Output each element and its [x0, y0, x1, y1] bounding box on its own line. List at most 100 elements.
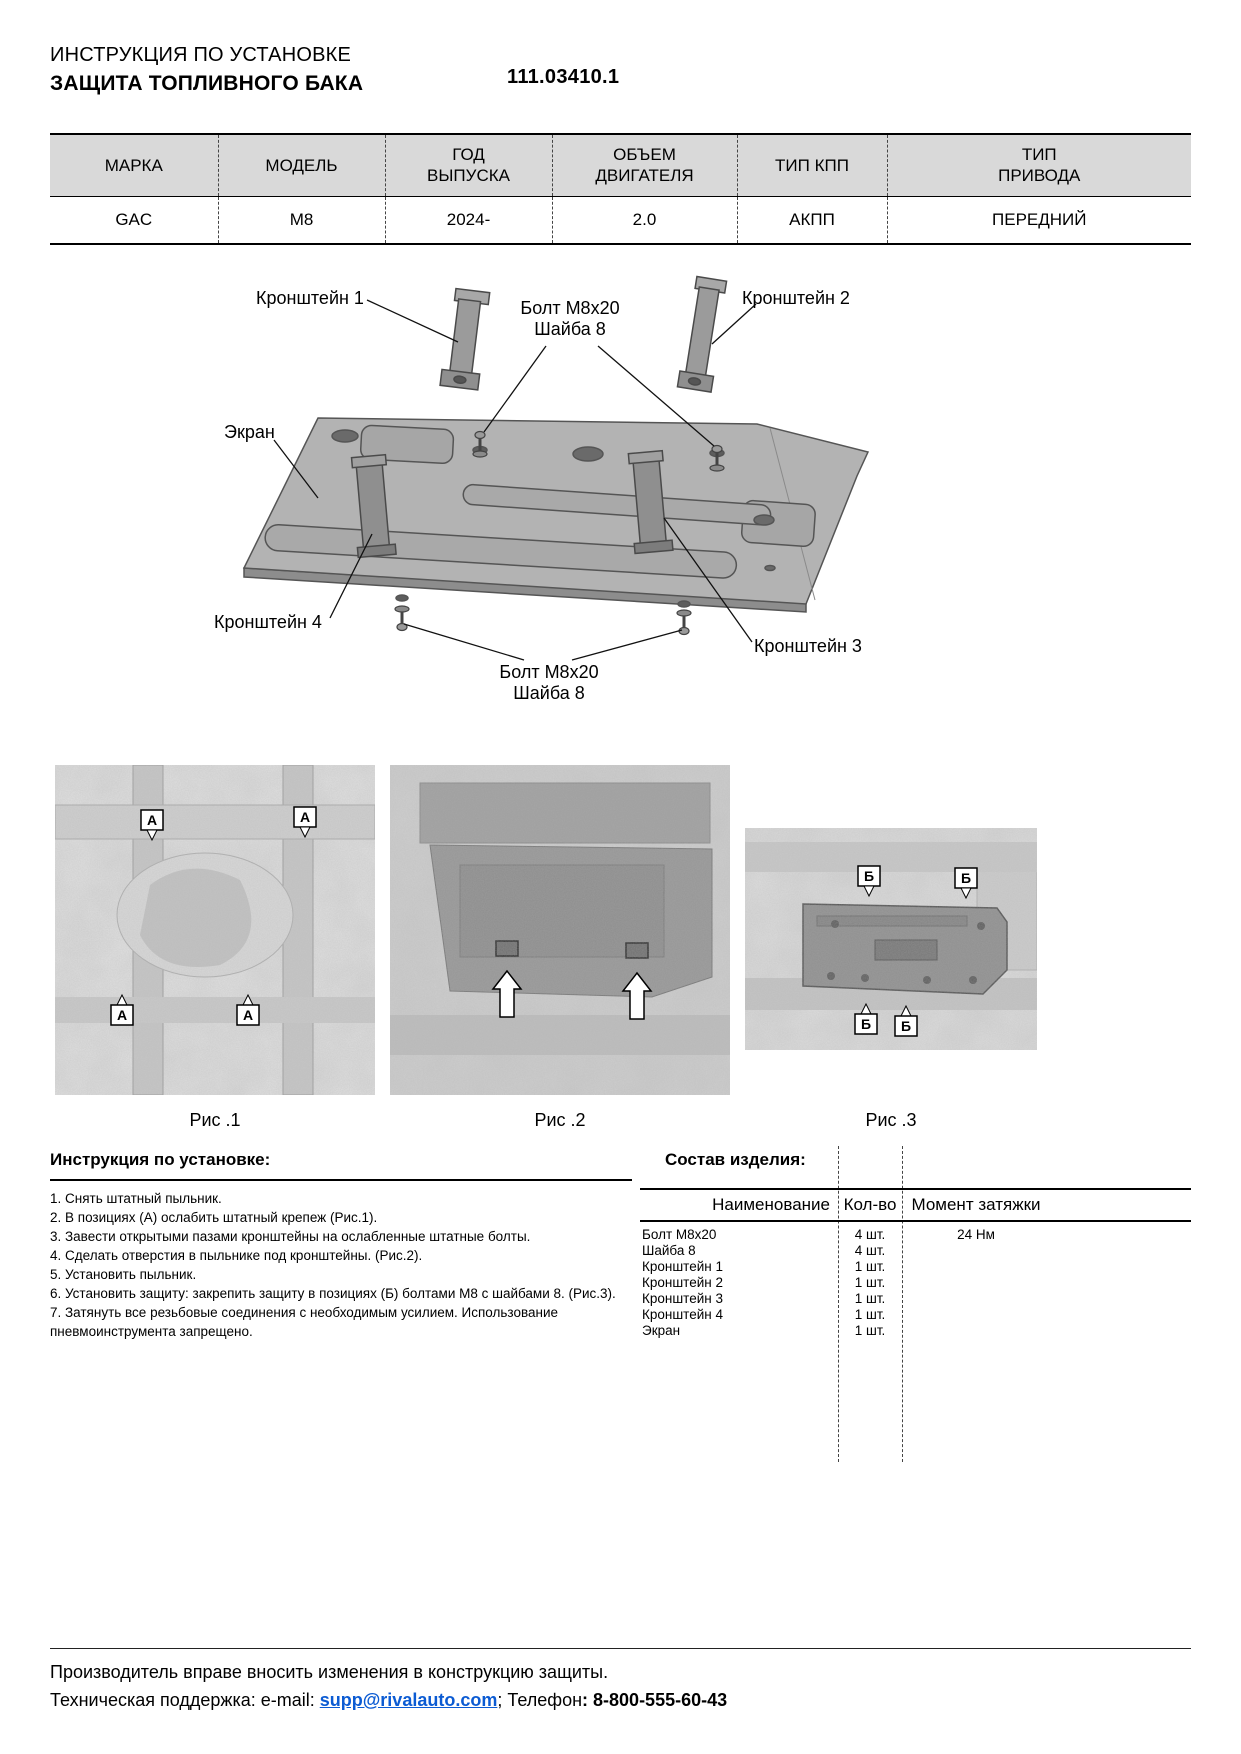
- divider: [902, 1146, 903, 1462]
- parts-header-torque: Момент затяжки: [911, 1195, 1041, 1214]
- part-name: Кронштейн 1: [642, 1259, 723, 1274]
- label-bracket4: Кронштейн 4: [214, 612, 322, 632]
- parts-row: Болт М8х20 4 шт. 24 Нм: [640, 1227, 1191, 1243]
- bracket4-shape: [350, 453, 397, 559]
- part-number: 111.03410.1: [507, 66, 620, 88]
- spec-value-gearbox: АКПП: [736, 196, 887, 244]
- figure-1-photo: А А А А: [54, 764, 376, 1096]
- marker-a-icon: А: [140, 809, 164, 842]
- parts-row: Экран 1 шт.: [640, 1323, 1191, 1339]
- spec-table: МАРКА МОДЕЛЬ ГОД ВЫПУСКА ОБЪЕМ ДВИГАТЕЛЯ…: [50, 133, 1191, 245]
- parts-row: Кронштейн 4 1 шт.: [640, 1307, 1191, 1323]
- part-qty: 1 шт.: [854, 1291, 886, 1306]
- manufacturer-note: Производитель вправе вносить изменения в…: [50, 1662, 609, 1682]
- support-separator: ; Телефон: [497, 1690, 583, 1710]
- marker-a-icon: А: [110, 993, 134, 1026]
- bracket1-shape: [439, 287, 491, 391]
- part-name: Кронштейн 2: [642, 1275, 723, 1290]
- label-bolt-top: Болт М8х20 Шайба 8: [520, 298, 620, 339]
- spec-value-engine: 2.0: [551, 196, 737, 244]
- spec-value-brand: GAC: [50, 196, 218, 244]
- marker-b-icon: Б: [854, 1002, 878, 1035]
- figure-2-image: [390, 765, 730, 1095]
- part-qty: 1 шт.: [854, 1275, 886, 1290]
- svg-text:А: А: [300, 809, 310, 825]
- spec-header-brand: МАРКА: [50, 134, 218, 197]
- figure-2-photo: [390, 765, 730, 1095]
- drill-arrow-icon: [491, 969, 523, 1018]
- part-torque: [902, 1259, 1050, 1275]
- parts-header-row: Наименование Кол-во Момент затяжки: [640, 1188, 1191, 1222]
- figure-1-caption: Рис .1: [189, 1110, 241, 1130]
- label-bracket1: Кронштейн 1: [256, 288, 364, 308]
- svg-text:А: А: [117, 1007, 127, 1023]
- part-qty: 4 шт.: [854, 1243, 886, 1258]
- screen-plate-shape: [242, 417, 870, 613]
- instruction-step: 6. Установить защиту: закрепить защиту в…: [50, 1286, 616, 1301]
- parts-header-name: Наименование: [712, 1195, 830, 1214]
- doc-subtitle: ИНСТРУКЦИЯ ПО УСТАНОВКЕ: [50, 44, 352, 66]
- svg-text:А: А: [243, 1007, 253, 1023]
- figure-2-caption: Рис .2: [534, 1110, 586, 1130]
- bolt-top-left-shape: [472, 430, 488, 458]
- marker-a-icon: А: [293, 806, 317, 839]
- instruction-step: 1. Снять штатный пыльник.: [50, 1191, 222, 1206]
- marker-a-icon: А: [236, 993, 260, 1026]
- support-line: Техническая поддержка: e-mail: supp@riva…: [50, 1690, 1191, 1711]
- bracket3-shape: [627, 449, 674, 555]
- instruction-step: 2. В позициях (А) ослабить штатный крепе…: [50, 1210, 378, 1225]
- support-phone: : 8-800-555-60-43: [582, 1690, 728, 1710]
- bolt-top-right-shape: [709, 444, 725, 472]
- spec-header-drive: ТИП ПРИВОДА: [886, 134, 1191, 197]
- part-torque: [902, 1243, 1050, 1259]
- exploded-view-drawing: [242, 275, 870, 661]
- label-bolt-bottom: Болт М8х20 Шайба 8: [499, 662, 599, 703]
- marker-b-icon: Б: [857, 865, 881, 898]
- instruction-step: 7. Затянуть все резьбовые соединения с н…: [50, 1305, 559, 1339]
- installation-instructions: Инструкция по установке: 1. Снять штатны…: [50, 1150, 632, 1341]
- svg-text:Б: Б: [861, 1016, 871, 1032]
- part-torque: [902, 1275, 1050, 1291]
- figure-3-photo: Б Б Б Б: [745, 828, 1038, 1050]
- spec-value-year: 2024-: [384, 196, 552, 244]
- leader-lines: [273, 299, 757, 661]
- label-screen: Экран: [224, 422, 275, 442]
- instruction-step: 5. Установить пыльник.: [50, 1267, 197, 1282]
- part-torque: [902, 1307, 1050, 1323]
- part-qty: 1 шт.: [854, 1307, 886, 1322]
- doc-footer: Производитель вправе вносить изменения в…: [50, 1648, 1191, 1711]
- label-bracket2: Кронштейн 2: [742, 288, 850, 308]
- parts-row: Кронштейн 2 1 шт.: [640, 1275, 1191, 1291]
- support-label: Техническая поддержка: e-mail:: [50, 1690, 320, 1710]
- doc-title: ЗАЩИТА ТОПЛИВНОГО БАКА: [50, 72, 364, 95]
- divider: [50, 1179, 632, 1181]
- part-torque: 24 Нм: [957, 1227, 995, 1242]
- spec-value-row: GAC M8 2024- 2.0 АКПП ПЕРЕДНИЙ: [50, 196, 1191, 244]
- parts-title: Состав изделия:: [665, 1150, 806, 1169]
- figure-3-image: Б Б Б Б: [745, 828, 1038, 1050]
- parts-row: Шайба 8 4 шт.: [640, 1243, 1191, 1259]
- part-qty: 1 шт.: [854, 1259, 886, 1274]
- parts-header-qty: Кол-во: [843, 1195, 897, 1214]
- spec-value-model: M8: [217, 196, 385, 244]
- parts-table: Наименование Кол-во Момент затяжки Болт …: [640, 1188, 1191, 1339]
- part-name: Шайба 8: [642, 1243, 696, 1258]
- bracket2-shape: [676, 275, 728, 393]
- figure-1-image: А А А А: [54, 764, 376, 1096]
- spec-header-row: МАРКА МОДЕЛЬ ГОД ВЫПУСКА ОБЪЕМ ДВИГАТЕЛЯ…: [50, 134, 1191, 197]
- drill-arrow-icon: [621, 971, 653, 1020]
- svg-text:Б: Б: [961, 870, 971, 886]
- part-name: Кронштейн 3: [642, 1291, 723, 1306]
- part-qty: 1 шт.: [854, 1323, 886, 1338]
- doc-header: ИНСТРУКЦИЯ ПО УСТАНОВКЕ ЗАЩИТА ТОПЛИВНОГ…: [50, 44, 363, 96]
- spec-header-gearbox: ТИП КПП: [736, 134, 887, 197]
- figure-3-caption: Рис .3: [865, 1110, 917, 1130]
- spec-header-model: МОДЕЛЬ: [217, 134, 385, 197]
- parts-row: Кронштейн 3 1 шт.: [640, 1291, 1191, 1307]
- parts-list: Состав изделия: Наименование Кол-во Моме…: [640, 1146, 1191, 1462]
- spec-header-year: ГОД ВЫПУСКА: [384, 134, 552, 197]
- part-name: Болт М8х20: [642, 1227, 717, 1242]
- instruction-step: 3. Завести открытыми пазами кронштейны н…: [50, 1229, 531, 1244]
- support-email-link[interactable]: supp@rivalauto.com: [319, 1690, 498, 1710]
